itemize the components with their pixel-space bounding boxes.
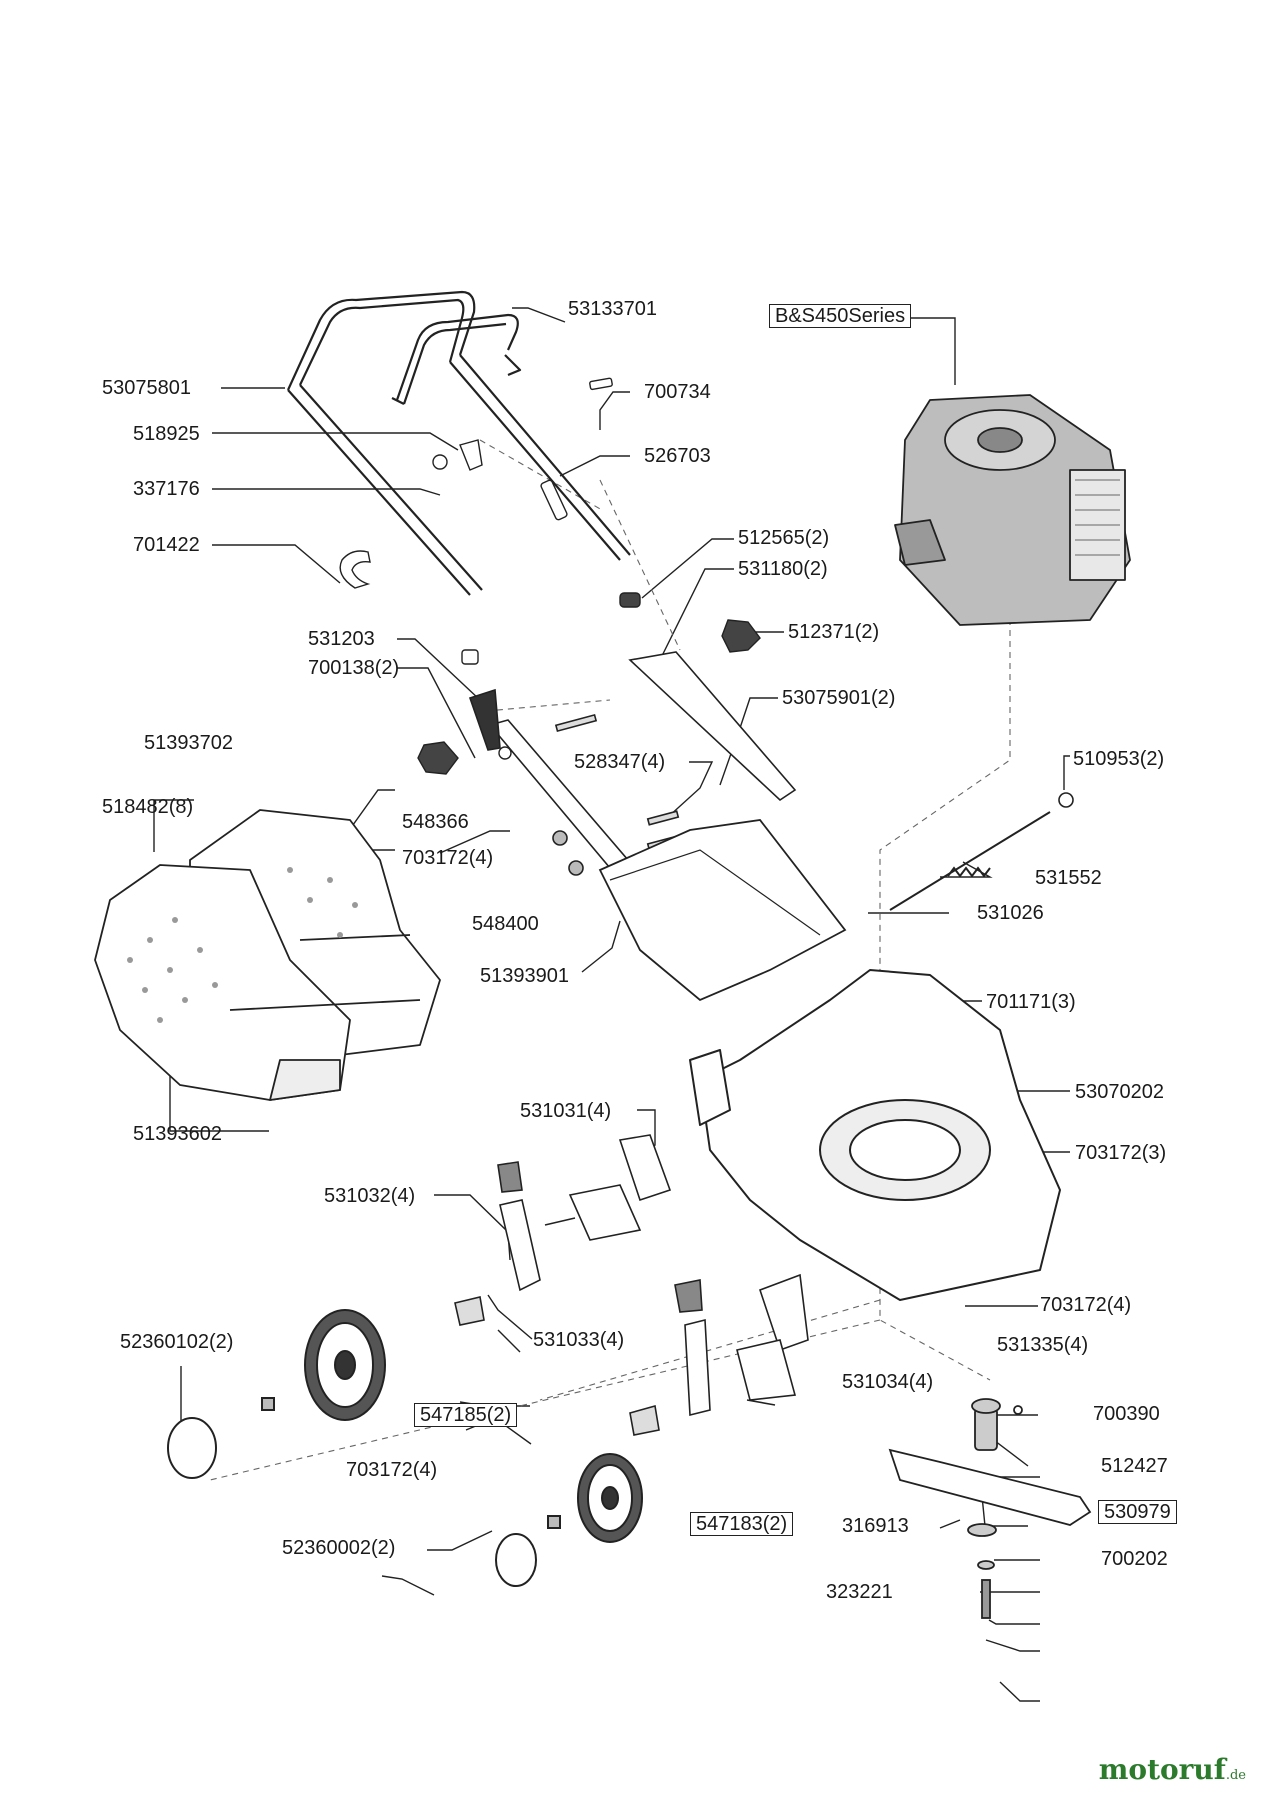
part-label: 531552: [1035, 867, 1102, 889]
part-label: 547183(2): [690, 1512, 794, 1536]
part-label: 51393702: [144, 732, 233, 754]
part-label: 531026: [977, 902, 1044, 924]
part-label: 53070202: [1075, 1081, 1164, 1103]
part-label: 700390: [1093, 1403, 1160, 1425]
part-label: 531203: [308, 628, 375, 650]
part-label: 547185(2): [414, 1403, 518, 1427]
part-label: 700138(2): [308, 657, 400, 679]
part-label: 337176: [133, 478, 200, 500]
part-label: 530979: [1098, 1500, 1177, 1524]
part-label: 323221: [826, 1581, 893, 1603]
part-label: 531335(4): [997, 1334, 1089, 1356]
part-label: 531032(4): [324, 1185, 416, 1207]
part-label: 512427: [1101, 1455, 1168, 1477]
part-label: 701171(3): [986, 991, 1076, 1013]
part-label: 548366: [402, 811, 469, 833]
part-label: 51393602: [133, 1123, 222, 1145]
part-label: 700734: [644, 381, 711, 403]
part-label: 528347(4): [574, 751, 666, 773]
logo-name: motoruf: [1098, 1753, 1226, 1786]
part-label: 703172(3): [1075, 1142, 1167, 1164]
part-label: 531031(4): [520, 1100, 612, 1122]
part-label: 518482(8): [102, 796, 194, 818]
part-label: 53133701: [568, 298, 657, 320]
part-label: 703172(4): [346, 1459, 438, 1481]
engine-series-label: B&S450Series: [769, 304, 912, 328]
motoruf-logo: motoruf.de: [1099, 1753, 1246, 1786]
part-label: 52360002(2): [282, 1537, 396, 1559]
part-label: 701422: [133, 534, 200, 556]
part-label: 52360102(2): [120, 1331, 234, 1353]
part-label: 531034(4): [842, 1371, 934, 1393]
part-label: 548400: [472, 913, 539, 935]
part-label: 53075901(2): [782, 687, 896, 709]
logo-tld: .de: [1225, 1768, 1246, 1783]
part-label: 703172(4): [402, 847, 494, 869]
part-label: 51393901: [480, 965, 569, 987]
part-label: 531180(2): [738, 558, 828, 580]
part-label: 700202: [1101, 1548, 1168, 1570]
part-label: 703172(4): [1040, 1294, 1132, 1316]
part-label: 510953(2): [1073, 748, 1165, 770]
part-label: 531033(4): [533, 1329, 625, 1351]
part-label: 512565(2): [738, 527, 830, 549]
part-label: 316913: [842, 1515, 909, 1537]
part-label: 512371(2): [788, 621, 880, 643]
part-label: 526703: [644, 445, 711, 467]
part-label: 518925: [133, 423, 200, 445]
part-label: 53075801: [102, 377, 191, 399]
